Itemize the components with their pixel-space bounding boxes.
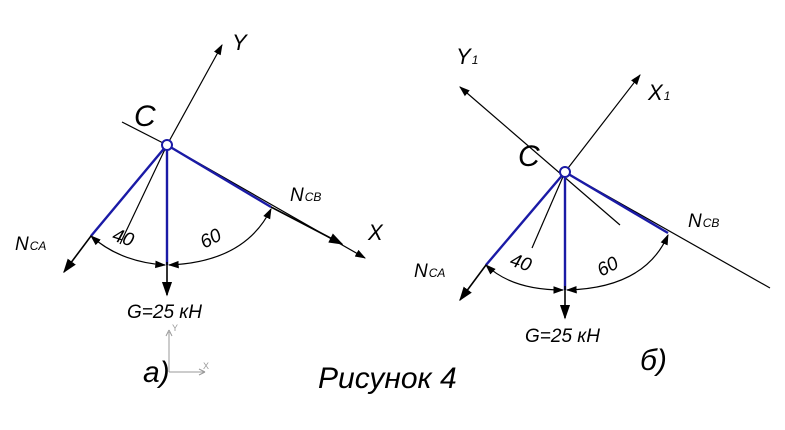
angle-label-40: 40 (110, 225, 137, 252)
force-nca-arrow-b (459, 264, 487, 302)
diagram-b: C Y1 X1 NCA NCB 40 60 G=25 кН б) (414, 44, 771, 377)
angle-arc-40 (90, 235, 167, 269)
rod-cb (166, 143, 272, 209)
subfigure-label-b: б) (640, 344, 667, 377)
y1-axis-label: Y1 (456, 44, 478, 69)
force-ncb-arrow (270, 206, 344, 245)
joint-c (161, 139, 173, 151)
svg-text:X: X (203, 361, 209, 371)
angle-arc-60-b (565, 234, 669, 294)
x1-axis-label: X1 (647, 80, 670, 105)
rod-cb-b (564, 170, 669, 235)
nca-label: NCA (15, 234, 46, 255)
svg-text:Y: Y (172, 323, 178, 333)
point-label-c-b: C (518, 140, 540, 173)
construction-line-inner (119, 144, 168, 245)
rod-ca-b (485, 171, 566, 266)
angle-label-60-b: 60 (594, 253, 623, 282)
weight-label: G=25 кН (127, 302, 202, 323)
weight-label-b: G=25 кН (525, 326, 600, 347)
x1-axis-arrow (564, 74, 641, 173)
y-axis-arrow (166, 44, 223, 146)
subfigure-label-a: а) (143, 356, 170, 389)
ncb-label: NCB (290, 185, 321, 206)
nca-label-b: NCA (414, 261, 445, 282)
point-label-c: C (134, 100, 156, 133)
y1-axis-arrow (459, 86, 621, 226)
angle-arc-60 (167, 208, 272, 269)
force-nca-arrow (63, 235, 92, 274)
x-axis-label: X (367, 220, 384, 245)
angle-arc-40-b (485, 264, 565, 294)
ncb-label-b: NCB (688, 211, 719, 232)
construction-line-inner-b (531, 171, 566, 249)
joint-c-b (559, 166, 571, 178)
figure-caption: Рисунок 4 (318, 362, 457, 395)
angle-label-60: 60 (197, 225, 226, 254)
construction-line-left (121, 121, 168, 146)
angle-label-40-b: 40 (507, 250, 534, 277)
ucs-icon: Y X (165, 323, 209, 376)
rod-ca (90, 144, 168, 237)
diagram-a: C Y X NCA NCB 40 60 G=25 кН а) Y X (15, 30, 384, 389)
y-axis-label: Y (232, 30, 248, 55)
